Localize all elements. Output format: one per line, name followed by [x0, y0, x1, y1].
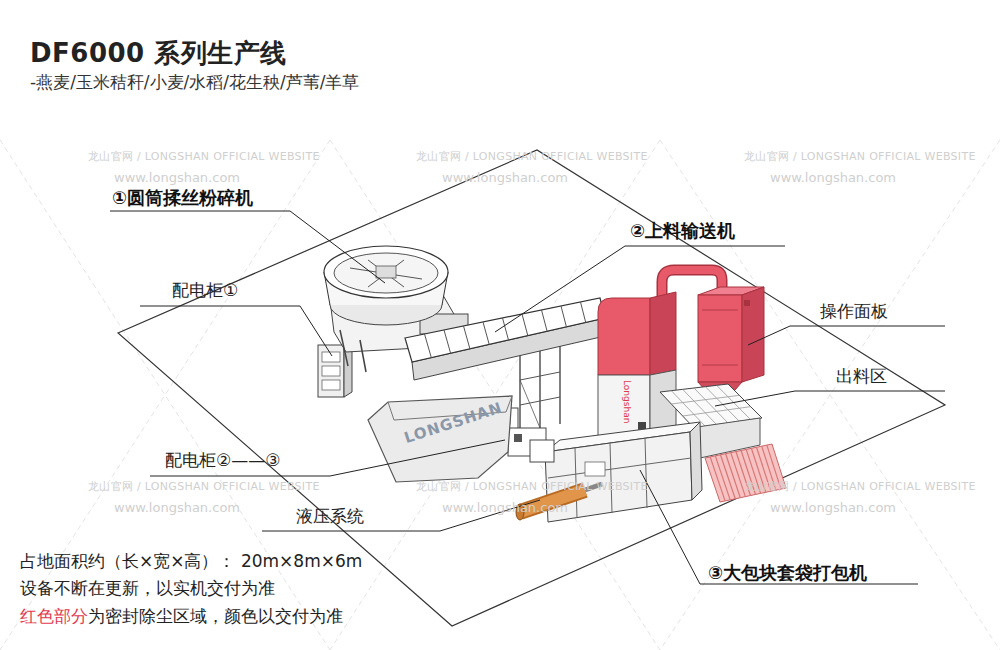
- feed-conveyor-part: [520, 397, 560, 405]
- dust-collector-part: [698, 295, 742, 382]
- watermark: 龙山官网 / LONGSHAN OFFICIAL WEBSITE: [88, 480, 320, 493]
- output-platform-part: [671, 391, 705, 427]
- baler-part: [690, 422, 702, 500]
- note-text: 设备不断在更新，以实机交付为准: [20, 578, 275, 598]
- watermark-url: www.longshan.com: [442, 170, 568, 186]
- power-cabinet-1-part: [322, 380, 340, 390]
- feed-conveyor-part: [464, 326, 470, 349]
- watermark-grid-part: [0, 140, 330, 650]
- output-slats-part: [705, 444, 786, 502]
- dust-collector-part: [744, 300, 750, 306]
- feed-conveyor-part: [561, 306, 566, 327]
- callout-label: 液压系统: [296, 506, 364, 526]
- note-text: 占地面积约（长×宽×高）： 20m×8m×6m: [20, 551, 362, 571]
- watermark-url: www.longshan.com: [770, 500, 896, 516]
- callout-label: ③大包块套袋打包机: [708, 562, 867, 584]
- note-text: 为密封除尘区域，颜色以交付为准: [88, 606, 343, 626]
- diagram-title: DF6000 系列生产线: [30, 38, 287, 69]
- feed-conveyor-part: [581, 302, 586, 322]
- watermark: 龙山官网 / LONGSHAN OFFICIAL WEBSITE: [416, 480, 648, 493]
- watermark: 龙山官网 / LONGSHAN OFFICIAL WEBSITE: [88, 150, 320, 163]
- dust-collector-part: [702, 365, 738, 366]
- watermark-url: www.longshan.com: [114, 500, 240, 516]
- watermark: 龙山官网 / LONGSHAN OFFICIAL WEBSITE: [744, 480, 976, 493]
- feed-conveyor-part: [444, 330, 451, 353]
- feed-conveyor-part: [542, 310, 548, 331]
- tub-grinder-part: [360, 340, 366, 372]
- output-slats: [705, 444, 786, 502]
- callout-label: 操作面板: [820, 301, 888, 321]
- dust-collector-part: [742, 287, 764, 382]
- leader-lines-part: [150, 440, 505, 476]
- feed-conveyor-part: [425, 334, 432, 358]
- feed-hopper-part: [368, 396, 512, 482]
- leader-lines-part: [110, 211, 385, 283]
- callout-label: ②上料输送机: [630, 220, 735, 242]
- watermark-grid-part: [660, 140, 1000, 650]
- callout-label: 出料区: [836, 366, 887, 386]
- feed-conveyor-part: [522, 314, 528, 336]
- feed-conveyor-part: [503, 318, 509, 340]
- leader-lines-part: [715, 391, 945, 406]
- power-cabinet-1-part: [322, 366, 340, 376]
- output-platform-part: [683, 407, 751, 416]
- baler: [545, 422, 702, 522]
- subtitle: -燕麦/玉米秸秆/小麦/水稻/花生秧/芦苇/羊草: [30, 72, 360, 92]
- tub-grinder-part: [334, 253, 438, 293]
- watermark-grid-part: [660, 140, 1000, 650]
- baler-part: [645, 438, 647, 508]
- watermark-grid-part: [330, 140, 660, 650]
- watermark-url: www.longshan.com: [114, 170, 240, 186]
- tub-grinder-part: [368, 260, 404, 287]
- baler-part: [548, 458, 691, 478]
- callout-label: ①圆筒揉丝粉碎机: [112, 187, 253, 209]
- feed-conveyor-part: [483, 322, 489, 344]
- callout-label: 配电柜①: [172, 280, 238, 300]
- watermark-grid-part: [0, 140, 330, 650]
- tub-grinder-part: [368, 260, 404, 287]
- output-platform-part: [683, 389, 717, 424]
- tub-grinder-part: [340, 330, 348, 366]
- watermark: 龙山官网 / LONGSHAN OFFICIAL WEBSITE: [416, 150, 648, 163]
- tub-grinder-part: [324, 246, 448, 298]
- baler-part: [610, 443, 612, 513]
- feed-conveyor-part: [559, 334, 561, 424]
- sealed-tower: [598, 292, 676, 445]
- power-cabinet-2-3-part: [514, 434, 522, 442]
- sealed-tower-part: [650, 292, 676, 375]
- brand-mark: Longshan: [621, 380, 632, 423]
- watermark-grid: [0, 140, 1000, 650]
- output-platform-part: [671, 395, 739, 404]
- watermark-url: www.longshan.com: [770, 170, 896, 186]
- tub-grinder-part: [376, 266, 396, 278]
- power-cabinet-2-3-part: [530, 440, 554, 462]
- sealed-tower-part: [598, 298, 650, 375]
- note-highlight: 红色部分: [20, 606, 88, 626]
- power-cabinet-1-part: [318, 345, 344, 397]
- callout-label: 配电柜②——③: [165, 450, 280, 470]
- watermark-url: www.longshan.com: [442, 500, 568, 516]
- leader-lines-part: [140, 306, 332, 356]
- power-cabinet-1-part: [322, 352, 340, 362]
- watermark: 龙山官网 / LONGSHAN OFFICIAL WEBSITE: [744, 150, 976, 163]
- leader-lines: [110, 211, 945, 584]
- dust-collector-part: [702, 310, 738, 311]
- feed-conveyor-part: [520, 372, 560, 380]
- baler-part: [585, 462, 605, 476]
- leader-lines-part: [495, 246, 785, 332]
- output-platform-part: [694, 388, 728, 423]
- output-platform-part: [705, 387, 739, 422]
- brand-mark: LONGSHAN: [402, 398, 505, 447]
- feed-hopper: [368, 396, 512, 482]
- leader-lines-part: [748, 326, 945, 345]
- feed-conveyor-part: [405, 298, 605, 362]
- feed-conveyor-part: [520, 380, 540, 428]
- watermark-grid-part: [330, 140, 660, 650]
